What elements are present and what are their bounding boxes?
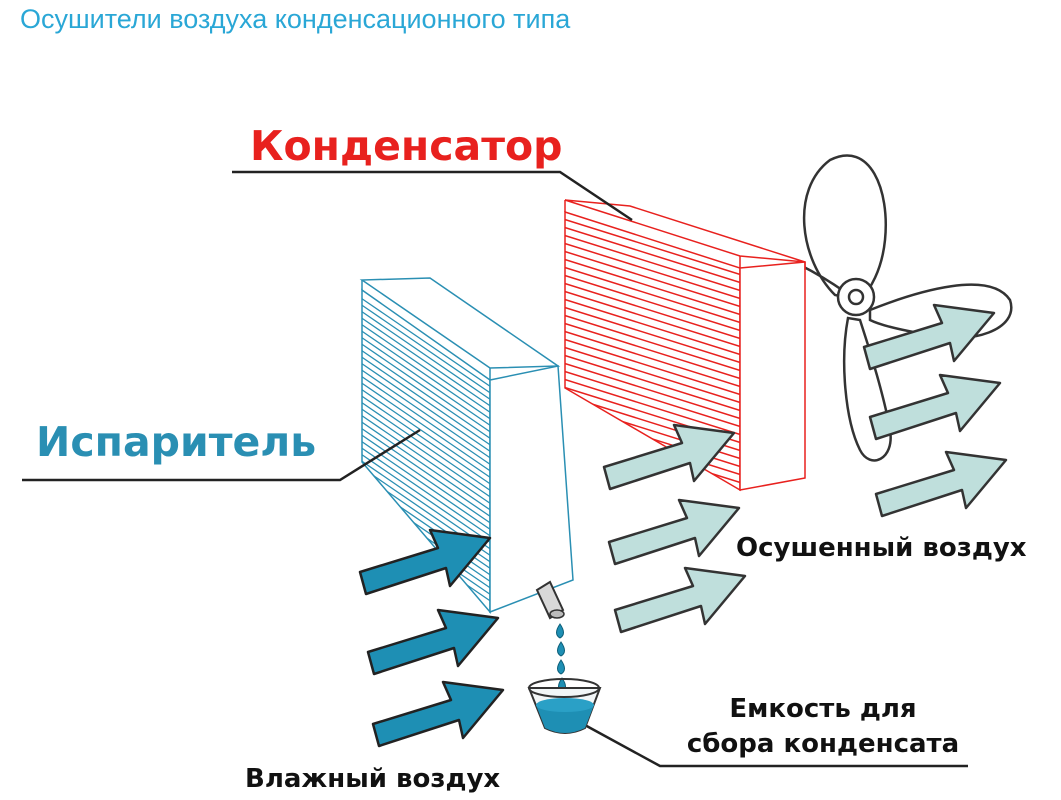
container-label-line2: сбора конденсата [687,729,959,759]
evaporator-coil [359,277,574,615]
condenser-leader-line [232,170,633,222]
container-leader-line [571,716,968,768]
water-drops-icon [556,623,566,693]
evaporator-label: Испаритель [36,418,316,466]
condensate-container-icon [527,678,602,734]
container-label-line1: Емкость для [729,694,916,724]
humid-air-label: Влажный воздух [245,764,500,794]
drain-pipe-icon [535,580,565,620]
dried-air-label: Осушенный воздух [736,533,1027,563]
evaporator-leader-line [22,428,421,482]
fan-icon [799,154,1013,462]
condenser-label: Конденсатор [250,122,563,170]
humid-air-arrows [358,528,505,748]
dried-air-arrows [602,303,1008,634]
page-title: Осушители воздуха конденсационного типа [20,4,571,34]
